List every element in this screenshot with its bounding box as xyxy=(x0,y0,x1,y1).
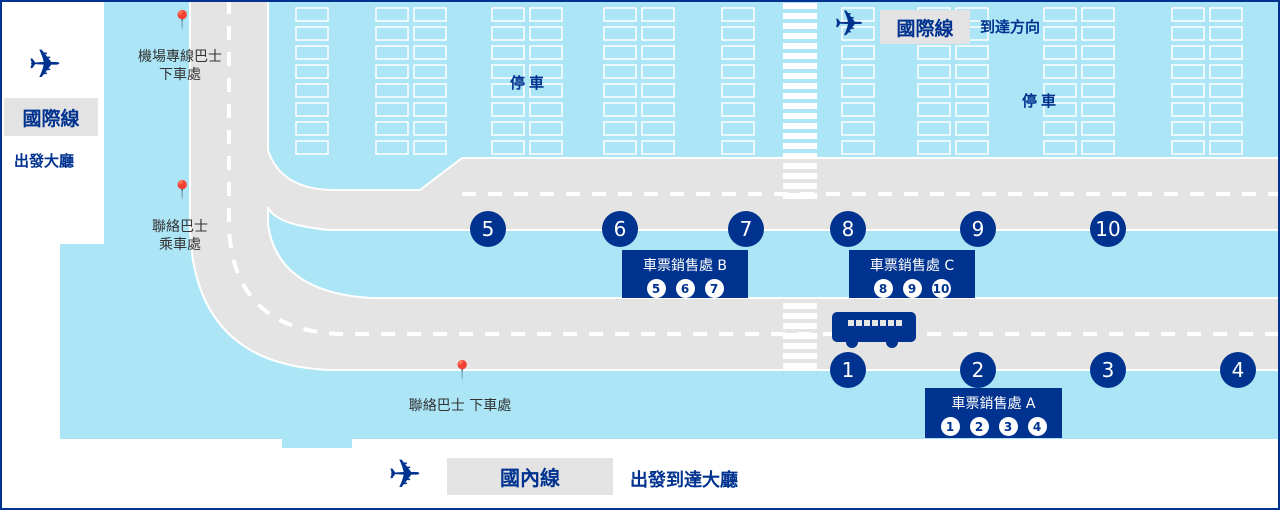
ticket-label: 車票銷售處 C xyxy=(869,258,955,274)
stop-number: 9 xyxy=(902,279,922,298)
bus-icon xyxy=(832,312,916,348)
bus-stop-4[interactable]: 4 xyxy=(1220,352,1256,388)
intl-line-label: 國際線 xyxy=(896,17,954,40)
parking-label: 停車 xyxy=(1022,92,1061,110)
map-pin-icon: 📍 xyxy=(171,10,194,31)
domestic-line-label: 國內線 xyxy=(500,466,560,490)
bus-stop-9[interactable]: 9 xyxy=(960,211,996,247)
stop-number: 6 xyxy=(675,279,695,298)
intl-arrival-box[interactable]: 國際線 xyxy=(880,10,970,44)
stop-number: 3 xyxy=(998,417,1018,436)
ticket-label: 車票銷售處 A xyxy=(951,396,1036,412)
airplane-icon: ✈︎ xyxy=(28,42,62,88)
stop-number: 8 xyxy=(873,279,893,298)
map-pin-icon: 📍 xyxy=(451,360,474,381)
bus-stop-2[interactable]: 2 xyxy=(960,352,996,388)
domestic-box[interactable]: 國內線 xyxy=(447,458,613,495)
bus-stop-3[interactable]: 3 xyxy=(1090,352,1126,388)
bus-stop-7[interactable]: 7 xyxy=(728,211,764,247)
stop-number: 4 xyxy=(1027,417,1047,436)
parking-spaces xyxy=(295,7,1243,155)
bus-stop-10[interactable]: 10 xyxy=(1090,211,1126,247)
pin-label: 聯絡巴士乘車處 xyxy=(152,219,208,253)
departure-hall-label: 出發大廳 xyxy=(14,152,75,170)
stop-number: 1 xyxy=(940,417,960,436)
bus-stop-1[interactable]: 1 xyxy=(830,352,866,388)
pin-label: 機場專線巴士下車處 xyxy=(138,49,222,83)
bus-stop-5[interactable]: 5 xyxy=(470,211,506,247)
intl-line-label: 國際線 xyxy=(22,107,80,130)
arrival-direction-label: 到達方向 xyxy=(980,18,1041,36)
intl-departure-box[interactable]: 國際線 xyxy=(4,98,98,136)
crosswalk xyxy=(783,3,817,369)
airplane-icon: ✈︎ xyxy=(834,4,865,45)
road xyxy=(189,0,1280,371)
parking-label: 停車 xyxy=(510,74,549,92)
map-pin-icon: 📍 xyxy=(171,180,194,201)
bus-stop-6[interactable]: 6 xyxy=(602,211,638,247)
ticket-label: 車票銷售處 B xyxy=(642,258,728,274)
stop-number: 2 xyxy=(969,417,989,436)
bus-stop-8[interactable]: 8 xyxy=(830,211,866,247)
stop-number: 10 xyxy=(931,279,951,298)
pin-label: 聯絡巴士 下車處 xyxy=(408,398,512,414)
airplane-icon: ✈︎ xyxy=(388,452,422,498)
stop-number: 5 xyxy=(646,279,666,298)
lane-divider xyxy=(227,0,1280,336)
domestic-hall-label: 出發到達大廳 xyxy=(630,470,738,491)
stop-number: 7 xyxy=(704,279,724,298)
